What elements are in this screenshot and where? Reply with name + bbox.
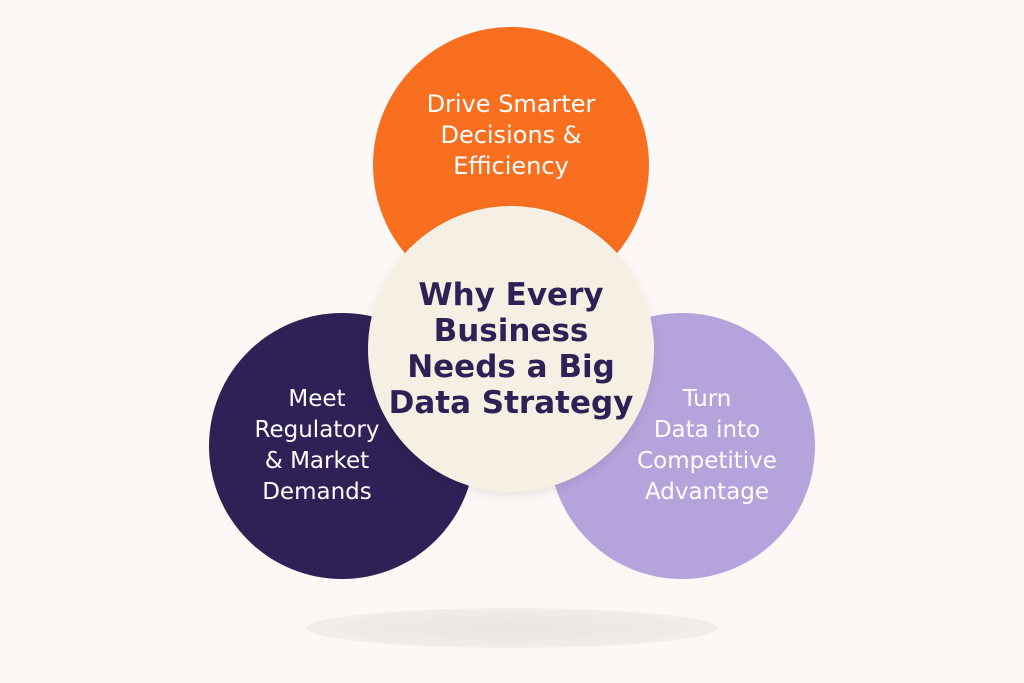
label-line: Meet — [288, 386, 346, 412]
label-line: Demands — [262, 479, 372, 505]
title-line: Business — [433, 313, 589, 349]
label-line: & Market — [264, 448, 370, 474]
label-line: Regulatory — [254, 417, 380, 443]
label-line: Data into — [653, 417, 761, 443]
label-line: Competitive — [637, 448, 777, 474]
label-line: Decisions & — [440, 120, 582, 149]
title-line: Why Every — [418, 277, 604, 313]
label-line: Efficiency — [453, 151, 569, 180]
center-circle-title: Why Every Business Needs a Big Data Stra… — [368, 206, 654, 492]
circle-label: Turn Data into Competitive Advantage — [637, 384, 777, 508]
title-line: Needs a Big — [407, 349, 615, 385]
circle-label: Drive Smarter Decisions & Efficiency — [427, 89, 596, 182]
circle-label: Meet Regulatory & Market Demands — [255, 384, 380, 508]
label-line: Drive Smarter — [426, 89, 596, 118]
label-line: Advantage — [644, 479, 770, 505]
label-line: Turn — [682, 386, 732, 412]
circle-meet-regulatory-demands: Meet Regulatory & Market Demands — [209, 313, 475, 579]
ground-shadow — [306, 608, 718, 648]
center-title: Why Every Business Needs a Big Data Stra… — [389, 277, 634, 421]
title-line: Data Strategy — [388, 385, 634, 421]
